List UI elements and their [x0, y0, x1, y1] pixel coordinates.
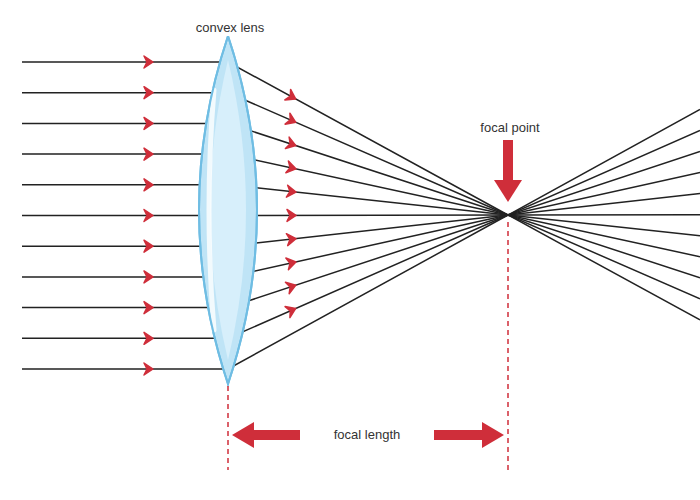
ray-arrowhead — [286, 233, 296, 246]
dimension-lines — [228, 222, 508, 470]
light-ray — [22, 185, 700, 236]
light-ray — [22, 214, 700, 216]
ray-arrowhead — [144, 302, 153, 314]
light-ray — [22, 173, 700, 277]
ray-arrowhead — [286, 161, 297, 175]
ray-arrowhead — [285, 113, 298, 128]
light-ray — [22, 62, 700, 320]
light-ray — [22, 123, 700, 277]
ray-arrowhead — [144, 271, 153, 283]
ray-arrowhead — [285, 279, 297, 293]
ray-arrowhead — [285, 303, 298, 318]
focal-length-arrows — [232, 422, 504, 448]
light-ray — [22, 130, 700, 338]
ray-arrowhead — [286, 256, 297, 270]
ray-arrowhead — [287, 209, 296, 221]
ray-arrowhead — [144, 240, 153, 252]
ray-arrowhead — [285, 89, 299, 104]
focal-point-label: focal point — [477, 120, 542, 136]
ray-arrowhead — [144, 117, 153, 129]
ray-arrowheads — [144, 56, 299, 375]
light-rays — [22, 62, 700, 369]
lens-label: convex lens — [193, 20, 268, 36]
ray-arrowhead — [144, 148, 153, 160]
light-ray — [22, 93, 700, 299]
ray-arrowhead — [144, 56, 153, 68]
convex-lens — [199, 36, 257, 384]
focal-point-arrow — [494, 140, 522, 202]
ray-arrowhead — [144, 210, 153, 222]
ray-arrowhead — [286, 185, 296, 198]
ray-arrowhead — [144, 363, 153, 375]
light-ray — [22, 109, 700, 369]
focal-length-label: focal length — [331, 427, 404, 443]
ray-arrowhead — [144, 179, 153, 191]
light-ray — [22, 154, 700, 257]
light-ray — [22, 194, 700, 247]
ray-arrowhead — [285, 137, 297, 151]
ray-arrowhead — [144, 332, 153, 344]
ray-arrowhead — [144, 87, 153, 99]
